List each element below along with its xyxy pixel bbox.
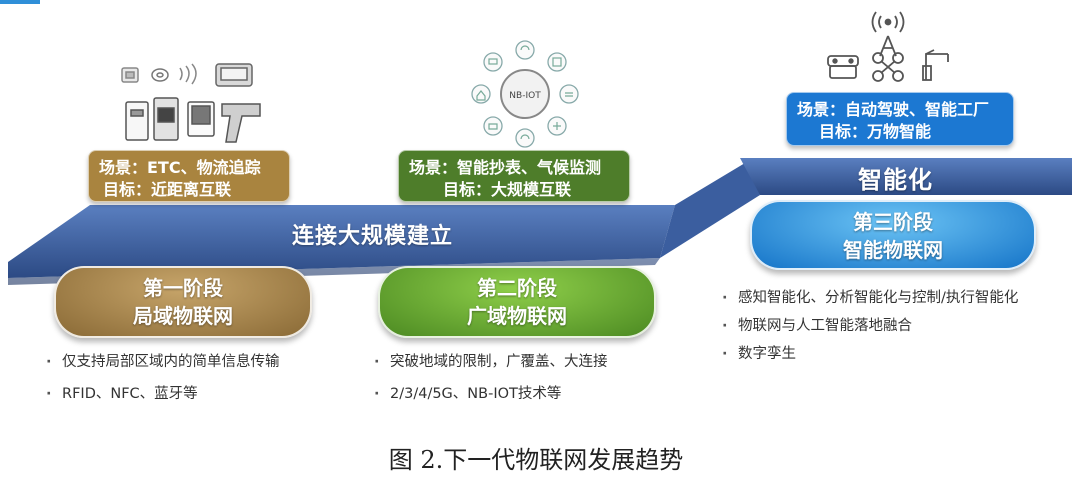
barcode-scanner-icon: [221, 103, 261, 143]
stage1-bullets: 仅支持局部区域内的简单信息传输 RFID、NFC、蓝牙等: [44, 348, 280, 408]
bullet-item: 突破地域的限制，广覆盖、大连接: [372, 348, 608, 376]
figure-caption: 图 2.下一代物联网发展趋势: [388, 446, 684, 474]
bullet-item: 感知智能化、分析智能化与控制/执行智能化: [720, 284, 1018, 312]
bullet-item: 2/3/4/5G、NB-IOT技术等: [372, 380, 608, 408]
nfc-icon: [179, 63, 197, 85]
stage3-icon-cluster: [827, 11, 949, 82]
stage-pill-1: 第一阶段 局域物联网: [54, 266, 312, 338]
ribbon-upper-band: [740, 158, 1072, 195]
scene-card-stage2: 场景：智能抄表、气候监测 目标：大规模互联: [398, 150, 630, 202]
book-icon: [483, 116, 503, 136]
rfid-tag-icon: [151, 68, 169, 82]
car-icon: [483, 52, 503, 72]
stage2-bullets: 突破地域的限制，广覆盖、大连接 2/3/4/5G、NB-IOT技术等: [372, 348, 608, 408]
scene-card-stage3: 场景：自动驾驶、智能工厂 目标：万物智能: [786, 92, 1014, 146]
barcode-reader-icon: [125, 97, 215, 141]
gauge-icon: [515, 128, 535, 148]
stage-title: 第一阶段: [143, 276, 223, 300]
bullet-item: 仅支持局部区域内的简单信息传输: [44, 348, 280, 376]
bullet-item: 数字孪生: [720, 340, 1018, 368]
bullet-item: 物联网与人工智能落地融合: [720, 312, 1018, 340]
scene-card-stage1: 场景：ETC、物流追踪 目标：近距离互联: [88, 150, 290, 202]
stage3-bullets: 感知智能化、分析智能化与控制/执行智能化 物联网与人工智能落地融合 数字孪生: [720, 284, 1018, 368]
robot-icon: [827, 55, 859, 79]
stage-subtitle: 局域物联网: [133, 304, 233, 328]
drone-icon: [872, 52, 904, 82]
stage-pill-3: 第三阶段 智能物联网: [750, 200, 1036, 270]
stage1-icon-cluster: [121, 63, 261, 143]
weather-icon: [515, 40, 535, 60]
crane-icon: [922, 49, 949, 81]
scene-text: 场景：ETC、物流追踪: [99, 158, 261, 177]
antenna-icon: [871, 11, 905, 57]
ribbon-lower-band: [8, 205, 675, 278]
scene-text: 场景：智能抄表、气候监测: [409, 158, 602, 177]
stage3-header: 智能化: [858, 166, 933, 194]
nb-iot-hub-icon: NB-IOT: [500, 69, 550, 119]
goal-text: 目标：近距离互联: [103, 180, 232, 199]
bullet-item: RFID、NFC、蓝牙等: [44, 380, 280, 408]
solar-icon: [559, 84, 579, 104]
corner-accent: [0, 0, 40, 4]
stage-title: 第三阶段: [853, 210, 933, 234]
goal-text: 目标：大规模互联: [443, 180, 572, 199]
pos-terminal-icon: [215, 63, 253, 87]
stage2-icon-cluster: NB-IOT: [471, 40, 579, 148]
stage-subtitle: 广域物联网: [467, 304, 567, 328]
stage-subtitle: 智能物联网: [843, 238, 943, 262]
ribbon-label: 连接大规模建立: [292, 224, 454, 249]
meter-icon: [547, 52, 567, 72]
stage-pill-2: 第二阶段 广域物联网: [378, 266, 656, 338]
nbiot-label: NB-IOT: [509, 91, 541, 101]
scene-text: 场景：自动驾驶、智能工厂: [797, 100, 990, 119]
card-reader-icon: [121, 67, 139, 83]
goal-text: 目标：万物智能: [819, 122, 932, 141]
ribbon-slope: [660, 160, 760, 258]
stage-title: 第二阶段: [477, 276, 557, 300]
